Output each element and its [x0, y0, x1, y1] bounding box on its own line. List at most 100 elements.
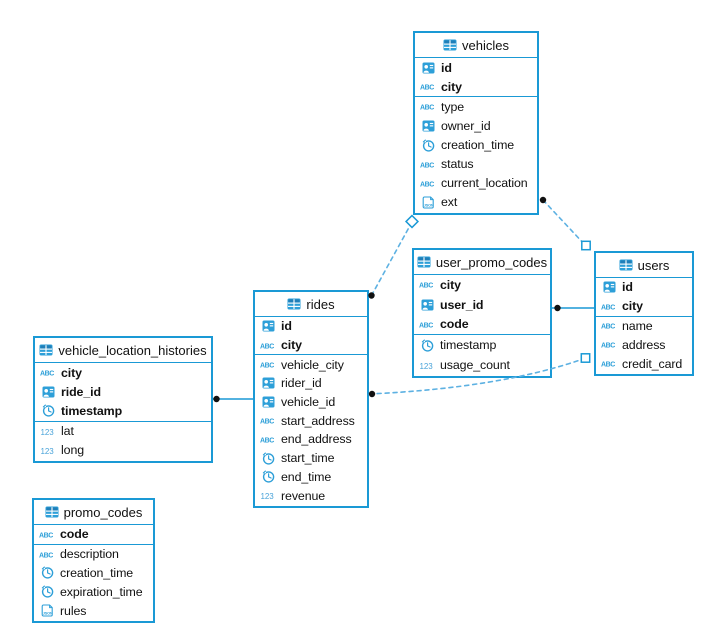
time-type-icon [39, 585, 55, 598]
field-name: id [622, 280, 633, 295]
table-header[interactable]: rides [255, 292, 367, 317]
field-row-creation_time[interactable]: creation_time [34, 564, 153, 583]
svg-text:ABC: ABC [39, 552, 53, 559]
text-type-icon: ABC [601, 301, 617, 312]
field-row-start_time[interactable]: start_time [255, 449, 367, 468]
field-row-city[interactable]: ABC city [35, 363, 211, 382]
table-header[interactable]: vehicles [415, 33, 537, 58]
field-name: credit_card [622, 356, 683, 371]
relationship-dot-marker [539, 196, 547, 204]
field-row-ride_id[interactable]: ride_id [35, 382, 211, 401]
id-type-icon [420, 62, 436, 74]
svg-text:ABC: ABC [40, 371, 54, 378]
field-row-city[interactable]: ABC city [596, 297, 692, 316]
field-name: rider_id [281, 376, 322, 391]
id-type-icon [419, 299, 435, 311]
svg-text:ABC: ABC [601, 324, 615, 331]
field-name: vehicle_id [281, 395, 336, 410]
field-name: city [281, 338, 302, 353]
field-row-owner_id[interactable]: owner_id [415, 116, 537, 135]
field-name: id [281, 319, 292, 334]
relationship-diamond-marker [404, 214, 420, 229]
field-name: city [441, 79, 462, 94]
field-row-id[interactable]: id [255, 317, 367, 336]
svg-text:ABC: ABC [420, 105, 434, 112]
field-name: city [440, 277, 461, 292]
field-row-creation_time[interactable]: creation_time [415, 136, 537, 155]
text-type-icon: ABC [260, 359, 276, 370]
field-name: timestamp [61, 403, 123, 418]
text-type-icon: ABC [419, 279, 435, 290]
field-name: rules [60, 603, 87, 618]
field-name: current_location [441, 176, 528, 191]
field-name: owner_id [441, 118, 491, 133]
field-name: start_time [281, 451, 335, 466]
svg-text:JSON: JSON [423, 204, 433, 208]
field-row-code[interactable]: ABC code [414, 315, 550, 335]
table-header[interactable]: promo_codes [34, 500, 153, 525]
field-row-end_time[interactable]: end_time [255, 468, 367, 487]
field-row-user_id[interactable]: user_id [414, 295, 550, 315]
text-type-icon: ABC [260, 415, 276, 426]
svg-text:123: 123 [420, 361, 434, 370]
relationship-line-vehicles-rides [370, 221, 413, 297]
field-name: code [440, 317, 469, 332]
json-type-icon: JSON [420, 196, 436, 209]
relationship-dot-marker [213, 395, 220, 403]
text-type-icon: ABC [39, 529, 55, 540]
table-header[interactable]: user_promo_codes [414, 250, 550, 275]
field-name: creation_time [441, 138, 515, 153]
field-row-rider_id[interactable]: rider_id [255, 374, 367, 393]
svg-text:ABC: ABC [419, 323, 433, 330]
field-name: city [61, 365, 82, 380]
field-name: city [622, 299, 643, 314]
json-type-icon: JSON [39, 604, 55, 617]
field-name: expiration_time [60, 584, 143, 599]
relationship-dot-marker [554, 304, 561, 312]
field-row-city[interactable]: ABC city [414, 275, 550, 295]
table-header[interactable]: users [596, 253, 692, 278]
svg-text:ABC: ABC [260, 438, 274, 445]
field-row-id[interactable]: id [596, 278, 692, 297]
relationship-square-marker [580, 353, 591, 363]
field-row-rules[interactable]: JSON rules [34, 601, 153, 620]
table-title: vehicle_location_histories [58, 342, 207, 358]
table-header[interactable]: vehicle_location_histories [35, 338, 211, 363]
field-name: long [61, 443, 85, 458]
field-row-expiration_time[interactable]: expiration_time [34, 582, 153, 601]
field-row-vehicle_id[interactable]: vehicle_id [255, 393, 367, 412]
text-type-icon: ABC [601, 339, 617, 350]
relationship-dot-marker [368, 390, 376, 398]
field-row-timestamp[interactable]: timestamp [414, 335, 550, 355]
table-title: rides [306, 296, 335, 312]
number-type-icon: 123 [419, 360, 435, 371]
field-row-id[interactable]: id [415, 58, 537, 77]
relationship-square-marker [581, 240, 591, 251]
id-type-icon [601, 281, 617, 293]
field-row-timestamp[interactable]: timestamp [35, 401, 211, 420]
